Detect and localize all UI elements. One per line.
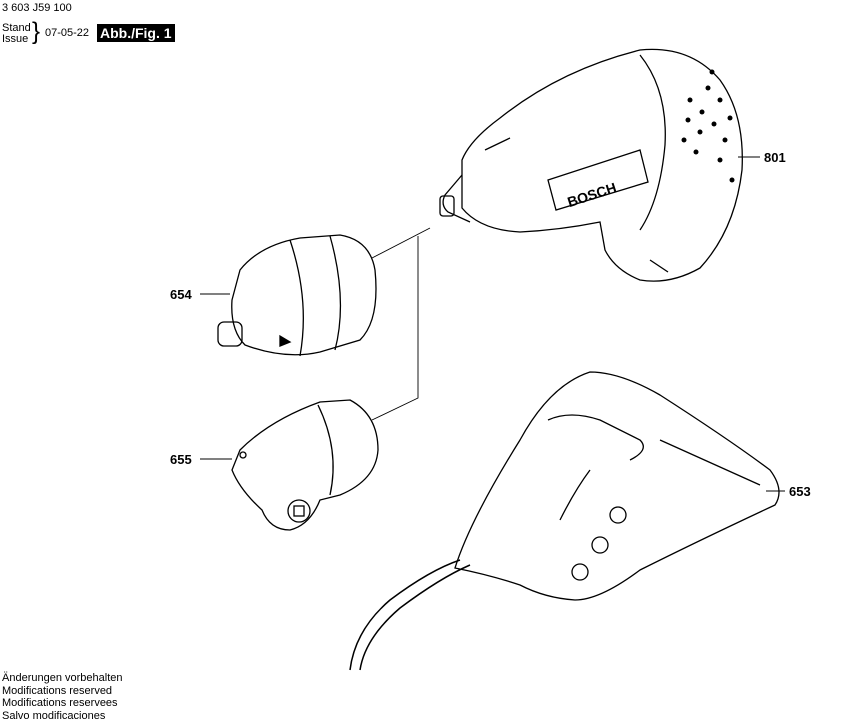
footer-line: Modifications reservees <box>2 697 118 709</box>
footer-line: Salvo modificaciones <box>2 709 106 722</box>
straight-adapter-illustration <box>217 234 377 357</box>
figure-label: Abb./Fig. 1 <box>97 24 175 42</box>
charger-cord <box>349 559 461 671</box>
stand-label: Stand <box>2 22 31 34</box>
brace-icon: } <box>32 18 41 45</box>
doc-number: 3 603 J59 100 <box>2 2 72 14</box>
issue-date: 07-05-22 <box>45 27 90 39</box>
part-number-653: 653 <box>789 484 811 499</box>
charger-illustration <box>454 371 780 601</box>
angle-adapter-illustration <box>231 399 379 531</box>
footer-line: Änderungen vorbehalten <box>2 672 123 684</box>
brand-mark: BOSCH <box>565 179 618 210</box>
footer-notice: Änderungen vorbehalten Modifications res… <box>2 672 122 722</box>
part-number-655: 655 <box>170 452 192 467</box>
part-number-654: 654 <box>170 287 192 302</box>
drill-body-illustration: BOSCH <box>439 48 743 282</box>
part-number-801: 801 <box>764 150 786 165</box>
footer-line: Modifications reserved <box>2 684 113 697</box>
issue-label: Issue <box>2 33 29 45</box>
assembly-line <box>371 227 431 421</box>
